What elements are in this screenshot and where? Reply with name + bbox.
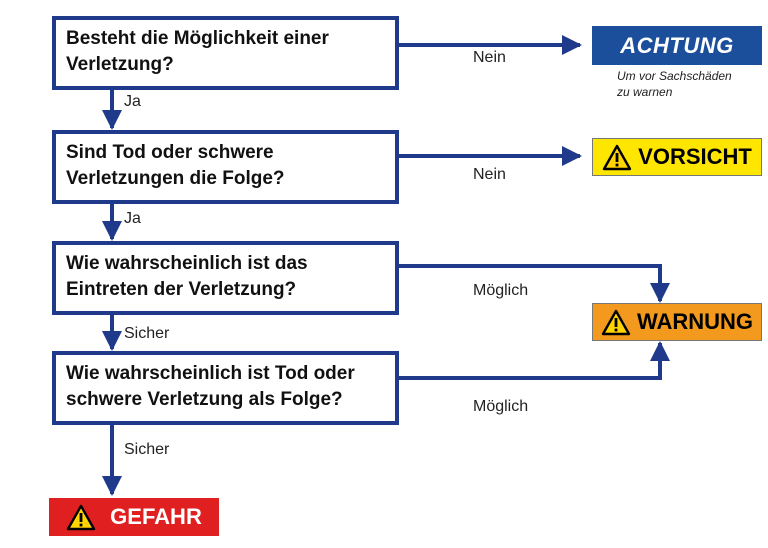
edge-label-q4-certain: Sicher (124, 441, 170, 458)
achtung-note-line-2: zu warnen (617, 85, 673, 99)
edge-q4-possible (399, 341, 670, 380)
question-1-line-2: Verletzung? (66, 54, 174, 75)
edge-label-q3-certain: Sicher (124, 325, 170, 342)
question-box-4: Wie wahrscheinlich ist Tod oder schwere … (52, 351, 399, 425)
warnung-label: WARNUNG (636, 309, 754, 334)
warning-triangle-icon (66, 504, 96, 530)
edge-label-q2-yes: Ja (124, 210, 141, 227)
warnung-badge: WARNUNG (592, 303, 762, 341)
edge-label-q4-possible: Möglich (473, 398, 529, 415)
question-4-line-2: schwere Verletzung als Folge? (66, 389, 343, 410)
edge-label-q1-no: Nein (473, 49, 506, 66)
question-3-line-1: Wie wahrscheinlich ist das (66, 253, 308, 274)
gefahr-label: GEFAHR (110, 504, 202, 529)
warning-triangle-icon (602, 144, 632, 170)
question-2-line-2: Verletzungen die Folge? (66, 168, 285, 189)
question-3-line-2: Eintreten der Verletzung? (66, 279, 297, 300)
achtung-label: ACHTUNG (620, 32, 734, 58)
edge-q3-possible (399, 264, 670, 303)
edge-label-q2-no: Nein (473, 166, 506, 183)
achtung-note: Um vor Sachschäden zu warnen (617, 68, 732, 100)
question-box-3: Wie wahrscheinlich ist das Eintreten der… (52, 241, 399, 315)
question-box-2: Sind Tod oder schwere Verletzungen die F… (52, 130, 399, 204)
edge-label-q3-possible: Möglich (473, 282, 529, 299)
edge-label-q1-yes: Ja (124, 93, 141, 110)
achtung-badge: ACHTUNG (592, 26, 762, 65)
warning-triangle-icon (601, 309, 631, 335)
question-4-line-1: Wie wahrscheinlich ist Tod oder (66, 363, 355, 384)
question-box-1: Besteht die Möglichkeit einer Verletzung… (52, 16, 399, 90)
gefahr-badge: GEFAHR (49, 498, 219, 536)
vorsicht-label: VORSICHT (638, 144, 752, 169)
question-1-line-1: Besteht die Möglichkeit einer (66, 28, 329, 49)
vorsicht-badge: VORSICHT (592, 138, 762, 176)
question-2-line-1: Sind Tod oder schwere (66, 142, 274, 163)
achtung-note-line-1: Um vor Sachschäden (617, 69, 732, 83)
